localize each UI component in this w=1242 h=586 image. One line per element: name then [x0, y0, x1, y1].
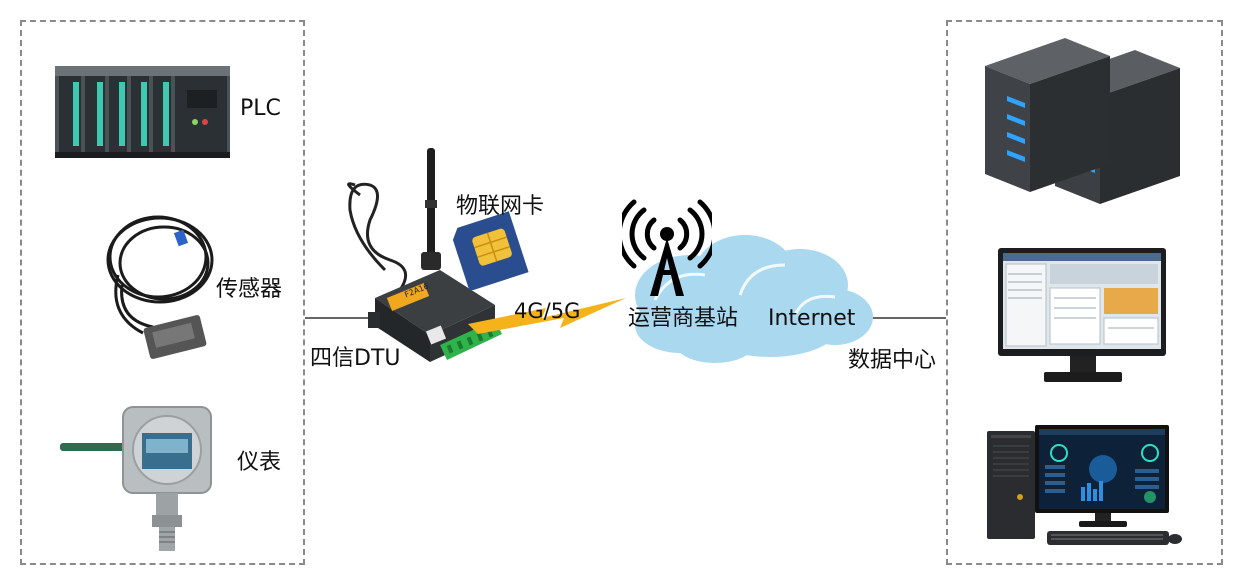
cell-tower-icon [622, 199, 712, 296]
right-datacenter-frame [946, 20, 1223, 565]
meter-label: 仪表 [237, 450, 282, 475]
plc-label: PLC [240, 96, 281, 121]
internet-label: Internet [768, 306, 856, 331]
sim-label: 物联网卡 [456, 194, 545, 219]
meter-icon [60, 406, 212, 551]
dtu-label: 四信DTU [310, 346, 401, 371]
cloud-icon [635, 235, 873, 363]
sensor-label: 传感器 [216, 277, 283, 302]
monitor-software-icon [998, 248, 1166, 382]
server-rack-icon [985, 38, 1180, 204]
iot-sim-card-icon [452, 211, 529, 290]
left-device-frame [20, 20, 305, 565]
desktop-dashboard-icon [987, 425, 1182, 545]
plc-icon [55, 66, 230, 158]
sensor-icon [106, 215, 214, 359]
network-label: 4G/5G [514, 299, 581, 323]
lightning-bolt-icon [468, 298, 626, 334]
station-label: 运营商基站 [628, 306, 739, 331]
datacenter-label: 数据中心 [848, 348, 937, 373]
